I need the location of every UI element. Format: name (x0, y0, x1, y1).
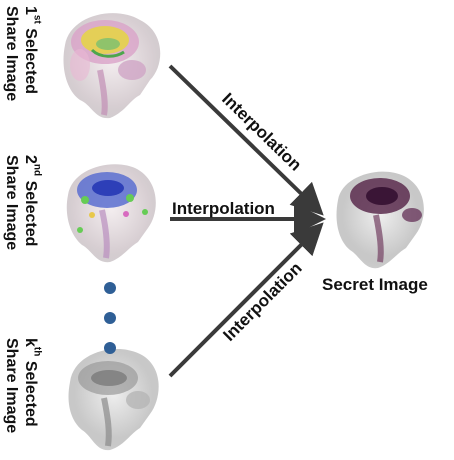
share-image-2 (66, 164, 156, 263)
interpolation-label-2: Interpolation (172, 199, 275, 218)
interpolation-label-1: Interpolation (218, 89, 305, 174)
arrow-from-share-k (168, 222, 324, 378)
ellipsis-dot-2 (104, 312, 116, 324)
interpolation-label-3: Interpolation (219, 259, 305, 345)
arrow-from-share-1 (168, 64, 324, 216)
secret-image-label: Secret Image (322, 275, 428, 294)
secret-image (336, 171, 424, 269)
share-image-k (68, 349, 159, 451)
share-image-1 (63, 13, 161, 119)
ellipsis-dot-1 (104, 282, 116, 294)
ellipsis-dot-3 (104, 342, 116, 354)
